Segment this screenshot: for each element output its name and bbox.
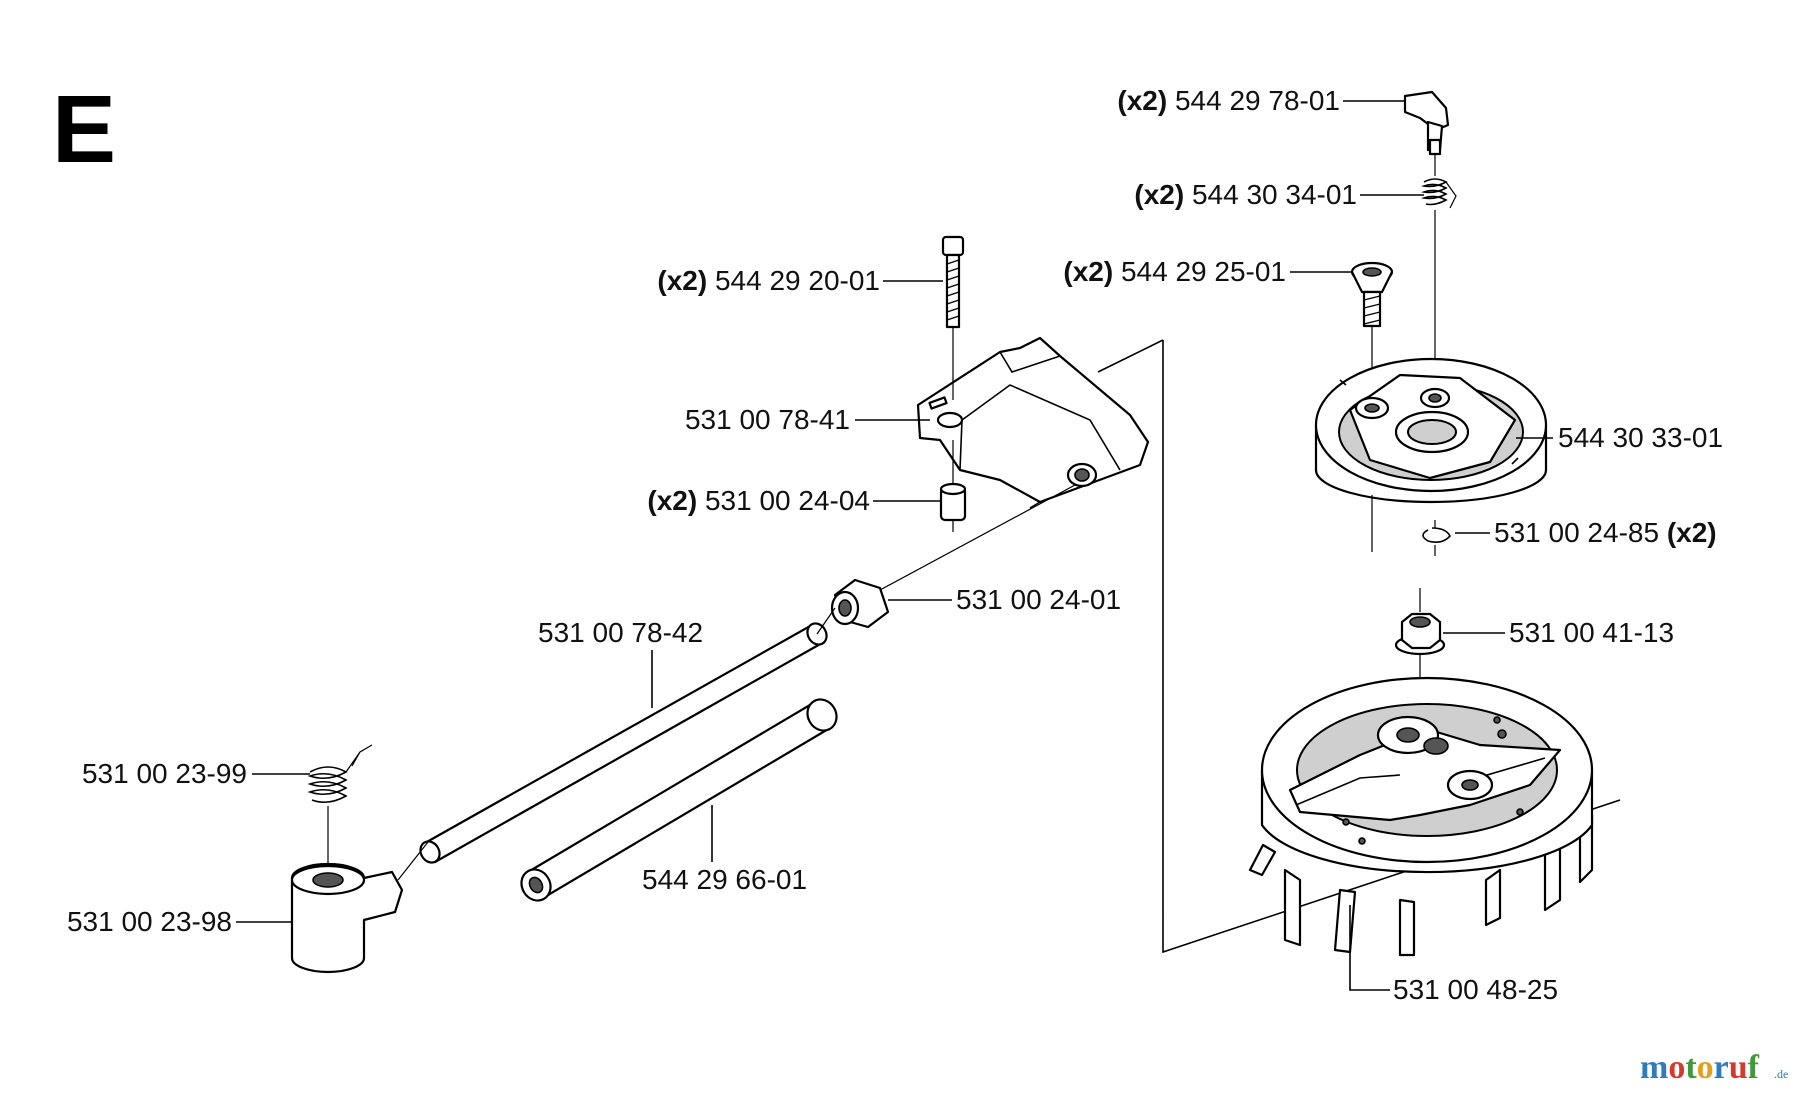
watermark-logo: motoruf .de — [1640, 1049, 1788, 1086]
tube-544-29-66-01 — [520, 698, 838, 902]
label-531-00-23-98: 531 00 23-98 — [67, 906, 232, 937]
label-531-00-78-42: 531 00 78-42 — [538, 617, 703, 648]
label-544-29-66-01: 544 29 66-01 — [642, 864, 807, 895]
watermark-text: motoruf — [1640, 1049, 1760, 1086]
tube-531-00-78-42 — [419, 607, 836, 864]
label-531-00-24-04: (x2) 531 00 24-04 — [647, 485, 870, 516]
label-531-00-24-85: 531 00 24-85 (x2) — [1494, 517, 1717, 548]
ignition-wire — [879, 484, 1076, 591]
frame-line-top — [1097, 339, 1164, 373]
contact-531-00-23-98 — [290, 841, 429, 974]
label-544-30-33-01: 544 30 33-01 — [1558, 422, 1723, 453]
label-544-30-34-01: (x2) 544 30 34-01 — [1134, 179, 1357, 210]
watermark-suffix: .de — [1774, 1067, 1788, 1081]
bushing-531-00-24-01 — [830, 578, 890, 629]
label-544-29-78-01: (x2) 544 29 78-01 — [1117, 85, 1340, 116]
label-531-00-24-01: 531 00 24-01 — [956, 584, 1121, 615]
section-letter: E — [52, 76, 116, 183]
carrier-544-30-33-01 — [1314, 357, 1548, 552]
circlip-531-00-24-85 — [1422, 520, 1451, 556]
spacer-531-00-24-04 — [939, 440, 967, 532]
label-544-29-20-01: (x2) 544 29 20-01 — [657, 265, 880, 296]
screw-544-29-20-01 — [941, 235, 965, 400]
spring-531-00-23-99 — [307, 744, 373, 880]
label-531-00-78-41: 531 00 78-41 — [685, 404, 850, 435]
pawl-544-29-78-01 — [1403, 90, 1450, 176]
ignition-module — [916, 336, 1150, 509]
label-531-00-41-13: 531 00 41-13 — [1509, 617, 1674, 648]
label-531-00-23-99: 531 00 23-99 — [82, 758, 247, 789]
leader-lines — [236, 100, 1553, 991]
nut-531-00-41-13 — [1394, 588, 1446, 710]
label-531-00-48-25: 531 00 48-25 — [1393, 974, 1558, 1005]
label-544-29-25-01: (x2) 544 29 25-01 — [1063, 256, 1286, 287]
flywheel-531-00-48-25 — [1248, 676, 1594, 957]
screw-544-29-25-01 — [1350, 261, 1394, 400]
